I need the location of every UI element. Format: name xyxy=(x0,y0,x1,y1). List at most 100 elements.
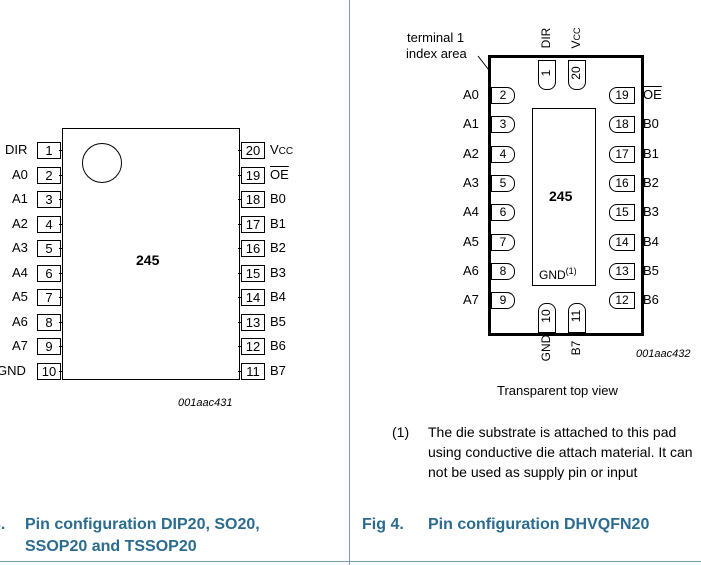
qfn-bottom-pin-number: 11 xyxy=(569,309,583,323)
qfn-top-pin-number: 20 xyxy=(569,66,583,80)
qfn-top-pin-pad xyxy=(568,60,586,90)
qfn-left-pin-name: A7 xyxy=(463,292,479,308)
terminal-index-label-line2: index area xyxy=(406,46,467,61)
dip-right-pin-lead xyxy=(238,223,242,225)
dip-left-pin-number: 1 xyxy=(37,142,61,159)
dip-left-pin-lead xyxy=(59,321,63,323)
dip-left-pin-name: DIR xyxy=(5,142,28,157)
qfn-right-pin-number: 15 xyxy=(609,204,635,222)
qfn-right-pin-number: 19 xyxy=(609,87,635,104)
qfn-left-pin-name: A1 xyxy=(463,116,479,132)
qfn-left-pin-number: 9 xyxy=(491,292,515,310)
bottom-rule xyxy=(0,561,701,562)
dip-right-pin-number: 11 xyxy=(241,362,265,380)
dip-left-pin-lead xyxy=(59,223,63,225)
dip-left-pin-lead xyxy=(59,297,63,298)
qfn-bottom-pin-number: 10 xyxy=(539,309,553,323)
dip-right-pin-name: B0 xyxy=(270,191,286,206)
qfn-right-pin-number: 12 xyxy=(609,292,635,310)
qfn-top-pin-name: DIR xyxy=(539,27,553,49)
dip-left-pin-name: A5 xyxy=(12,289,28,304)
dip-left-pin-lead xyxy=(59,150,63,151)
fig3-caption-number: 3. xyxy=(0,516,6,533)
pin1-index-circle xyxy=(82,143,122,183)
dip-left-pin-number: 8 xyxy=(37,313,61,331)
qfn-left-pin-number: 6 xyxy=(491,204,515,222)
dip-right-pin-lead xyxy=(238,272,242,274)
die-pad-gnd-note-ref: (1) xyxy=(565,266,577,276)
qfn-right-pin-number: 18 xyxy=(609,116,635,134)
dip-left-pin-number: 6 xyxy=(37,264,61,282)
qfn-figure-code: 001aac432 xyxy=(636,348,691,360)
dip-left-pin-lead xyxy=(59,199,63,200)
fig4-caption: Pin configuration DHVQFN20 xyxy=(428,516,650,533)
dip-right-pin-number: 14 xyxy=(241,289,265,306)
qfn-left-pin-name: A0 xyxy=(463,87,479,102)
fig3-caption-line1: Pin configuration DIP20, SO20, xyxy=(25,516,260,533)
dip-right-pin-number: 13 xyxy=(241,313,265,331)
dip-right-pin-name: B3 xyxy=(270,264,286,280)
qfn-left-pin-number: 2 xyxy=(491,87,515,104)
dip-right-pin-name: OE xyxy=(270,166,289,182)
qfn-left-pin-number: 3 xyxy=(491,116,515,134)
dip-left-pin-name: A7 xyxy=(12,338,28,353)
dip-left-pin-number: 7 xyxy=(37,289,61,306)
qfn-bottom-pin-pad xyxy=(568,303,586,333)
dip-left-pin-lead xyxy=(59,346,63,347)
dip-left-pin-number: 4 xyxy=(37,215,61,233)
dip-left-pin-name: A0 xyxy=(12,166,28,182)
qfn-top-pin-number: 1 xyxy=(539,69,553,77)
qfn-right-pin-name: B4 xyxy=(643,233,659,249)
dip-left-pin-number: 3 xyxy=(37,191,61,208)
dip-left-pin-name: A6 xyxy=(12,313,28,329)
dip-right-pin-name: B2 xyxy=(270,240,286,255)
dip-right-pin-number: 17 xyxy=(241,215,265,233)
qfn-right-pin-name: B2 xyxy=(643,174,659,190)
dip-left-pin-lead xyxy=(59,174,63,176)
fig3-caption-line2: SSOP20 and TSSOP20 xyxy=(25,538,197,555)
qfn-right-pin-number: 17 xyxy=(609,145,635,163)
dip-right-pin-number: 18 xyxy=(241,191,265,208)
dip-right-pin-name: B7 xyxy=(270,362,286,378)
dip-left-pin-number: 10 xyxy=(37,362,61,380)
qfn-right-pin-name: B5 xyxy=(643,262,659,278)
fig4-caption-number: Fig 4. xyxy=(362,516,404,533)
terminal-index-label-line1: terminal 1 xyxy=(407,30,465,45)
dip-right-pin-number: 20 xyxy=(241,142,265,159)
qfn-top-pin-pad xyxy=(538,60,556,90)
qfn-right-pin-number: 16 xyxy=(609,174,635,192)
dip-right-pin-lead xyxy=(238,199,242,200)
dip-part-number: 245 xyxy=(136,252,160,268)
qfn-left-pin-name: A3 xyxy=(463,174,479,190)
die-pad-gnd-text: GND xyxy=(539,268,566,282)
dip-left-pin-name: GND xyxy=(0,362,26,378)
qfn-left-pin-name: A4 xyxy=(463,204,479,220)
dip-right-pin-lead xyxy=(238,370,242,372)
footnote-text: The die substrate is attached to this pa… xyxy=(428,424,693,480)
dip-left-pin-lead xyxy=(59,370,63,372)
dip-left-pin-name: A3 xyxy=(12,240,28,255)
dip-right-pin-lead xyxy=(238,297,242,298)
qfn-left-pin-name: A6 xyxy=(463,262,479,278)
footnote-number: (1) xyxy=(392,424,410,440)
qfn-package-body xyxy=(488,55,644,336)
dip-right-pin-number: 15 xyxy=(241,264,265,282)
qfn-top-pin-name: VCC xyxy=(569,27,583,49)
dip-left-pin-lead xyxy=(59,272,63,274)
dip-left-pin-lead xyxy=(59,248,63,249)
qfn-right-pin-number: 14 xyxy=(609,233,635,251)
dip-right-pin-lead xyxy=(238,321,242,323)
dip-right-pin-number: 16 xyxy=(241,240,265,257)
view-label: Transparent top view xyxy=(497,383,618,398)
dip-left-pin-name: A4 xyxy=(12,264,28,280)
qfn-right-pin-name: OE xyxy=(643,87,662,102)
dip-right-pin-name: B5 xyxy=(270,313,286,329)
qfn-left-pin-name: A2 xyxy=(463,145,479,161)
column-divider xyxy=(349,0,350,565)
dip-left-pin-name: A2 xyxy=(12,215,28,231)
qfn-right-pin-name: B3 xyxy=(643,204,659,220)
dip-left-pin-number: 2 xyxy=(37,166,61,184)
exposed-die-pad xyxy=(532,108,596,286)
dip-right-pin-lead xyxy=(238,248,242,249)
dip-figure-code: 001aac431 xyxy=(178,397,233,409)
